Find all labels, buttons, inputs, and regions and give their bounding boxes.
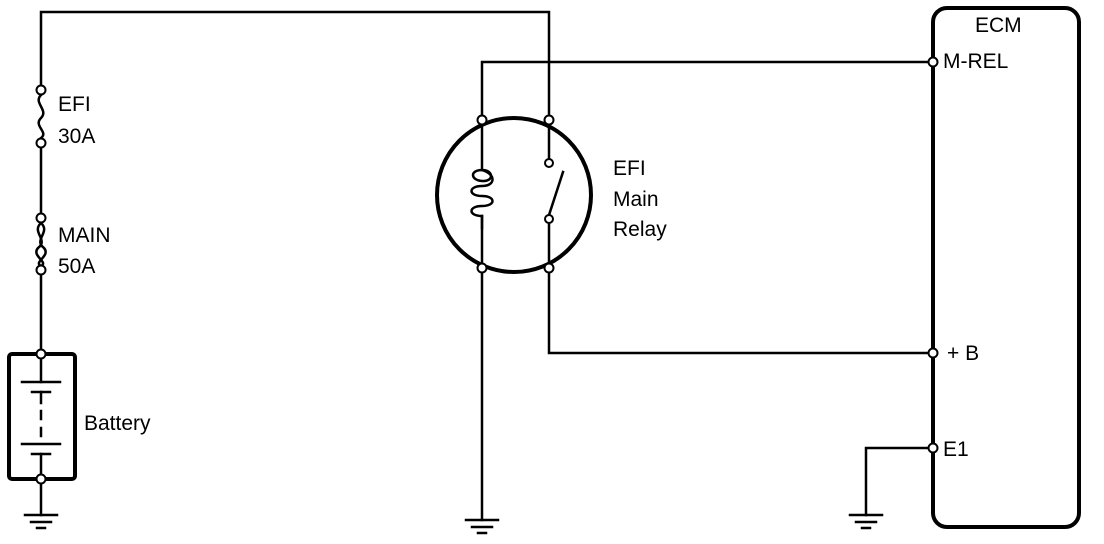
ecm-box <box>931 6 1081 529</box>
main-fuse-rating: 50A <box>58 255 95 278</box>
battery-symbol <box>7 348 77 485</box>
main-supply-wire <box>39 10 551 517</box>
ecm-pin-m-rel-label: M-REL <box>943 50 1008 73</box>
main-fusible-link <box>35 212 47 276</box>
relay-label-line2: Main <box>613 188 659 211</box>
efi-fuse <box>35 84 47 149</box>
relay-wiring <box>480 60 935 522</box>
ecm-ground-wire <box>864 446 935 517</box>
relay-terminals <box>476 114 555 274</box>
ecm-title: ECM <box>975 14 1022 37</box>
ecm-pin-e1-label: E1 <box>943 438 969 461</box>
ecm-ground-icon <box>848 513 884 530</box>
relay-switch-icon <box>544 158 565 224</box>
battery-label: Battery <box>84 412 151 435</box>
relay-label-line1: EFI <box>613 157 646 180</box>
ecm-pin-e1 <box>927 442 939 454</box>
relay-housing <box>435 116 593 274</box>
ecm-pin-plus-b-label: + B <box>947 342 979 365</box>
relay-coil-icon <box>470 168 494 230</box>
battery-ground-icon <box>23 513 59 530</box>
efi-fuse-rating: 30A <box>58 125 95 148</box>
efi-fuse-name: EFI <box>58 93 91 116</box>
relay-ground-icon <box>464 518 500 535</box>
main-fuse-name: MAIN <box>58 224 111 247</box>
relay-label-line3: Relay <box>613 218 667 241</box>
ecm-pin-plus-b <box>927 347 939 359</box>
ecm-pin-m-rel <box>927 56 939 68</box>
